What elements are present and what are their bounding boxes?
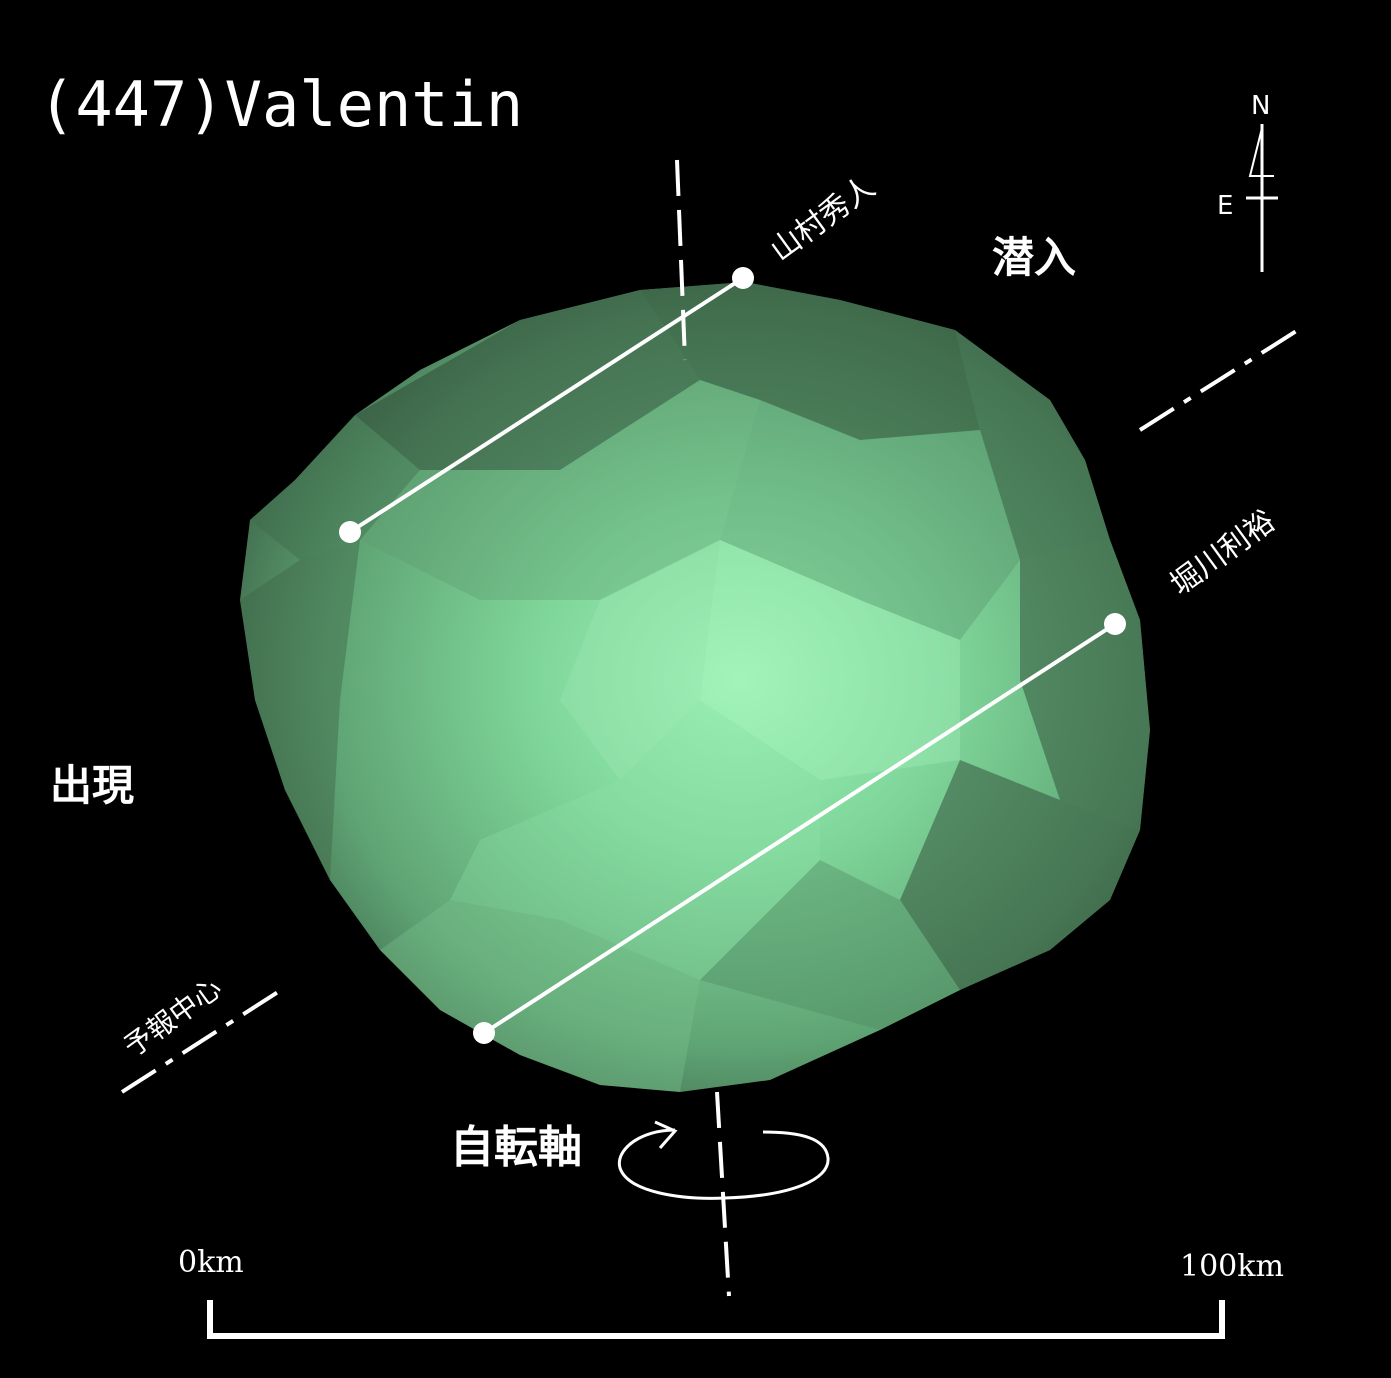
observer-label-2: 堀川利裕 [1164, 504, 1282, 603]
observer-label-1: 山村秀人 [764, 170, 882, 269]
spin-axis: 自転軸 [450, 159, 830, 1297]
emersion-label: 出現 [50, 761, 134, 810]
scale-bar: 0km 100km [178, 1245, 1284, 1339]
spin-axis-label: 自転軸 [450, 1122, 582, 1173]
prediction-center-label: 予報中心 [118, 971, 228, 1064]
diagram-title: (447)Valentin [38, 68, 523, 141]
compass: N E [1217, 91, 1278, 272]
compass-east-label: E [1217, 191, 1233, 221]
immersion-label: 潜入 [992, 233, 1076, 282]
compass-north-label: N [1251, 91, 1270, 121]
scale-start-label: 0km [178, 1245, 244, 1280]
asteroid-shape [240, 282, 1150, 1092]
scale-end-label: 100km [1180, 1249, 1284, 1284]
